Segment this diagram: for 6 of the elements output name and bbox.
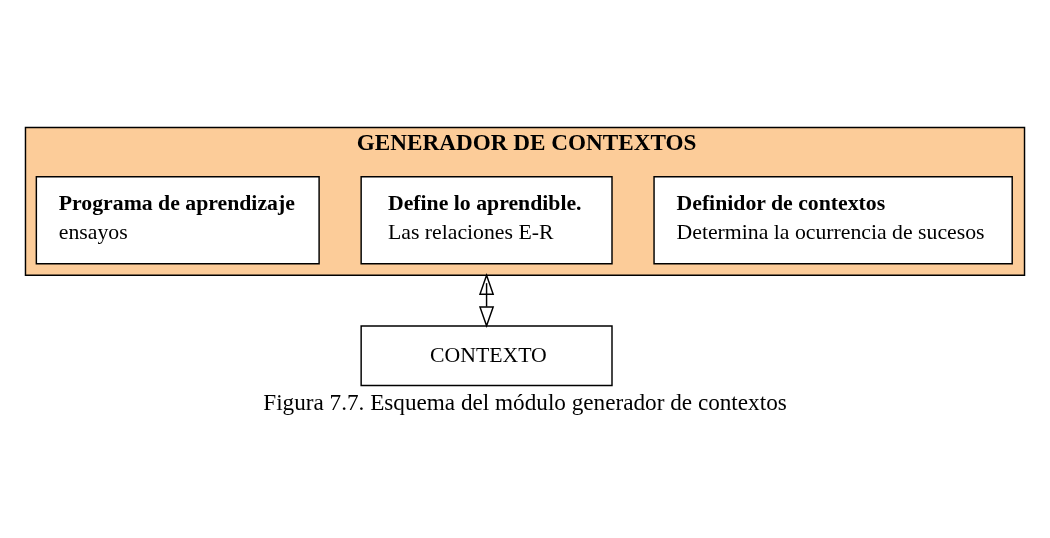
node-box: Programa de aprendizaje ensayos	[35, 175, 320, 264]
node-box: CONTEXTO	[360, 324, 613, 386]
node-box: Define lo aprendible. Las relaciones E-R	[360, 175, 613, 264]
arrow	[478, 272, 495, 328]
caption: Figura 7.7. Esquema del módulo generador de contextos	[263, 388, 787, 415]
node-box: Definidor de contextos Determina la ocurrencia de sucesos	[653, 175, 1013, 264]
